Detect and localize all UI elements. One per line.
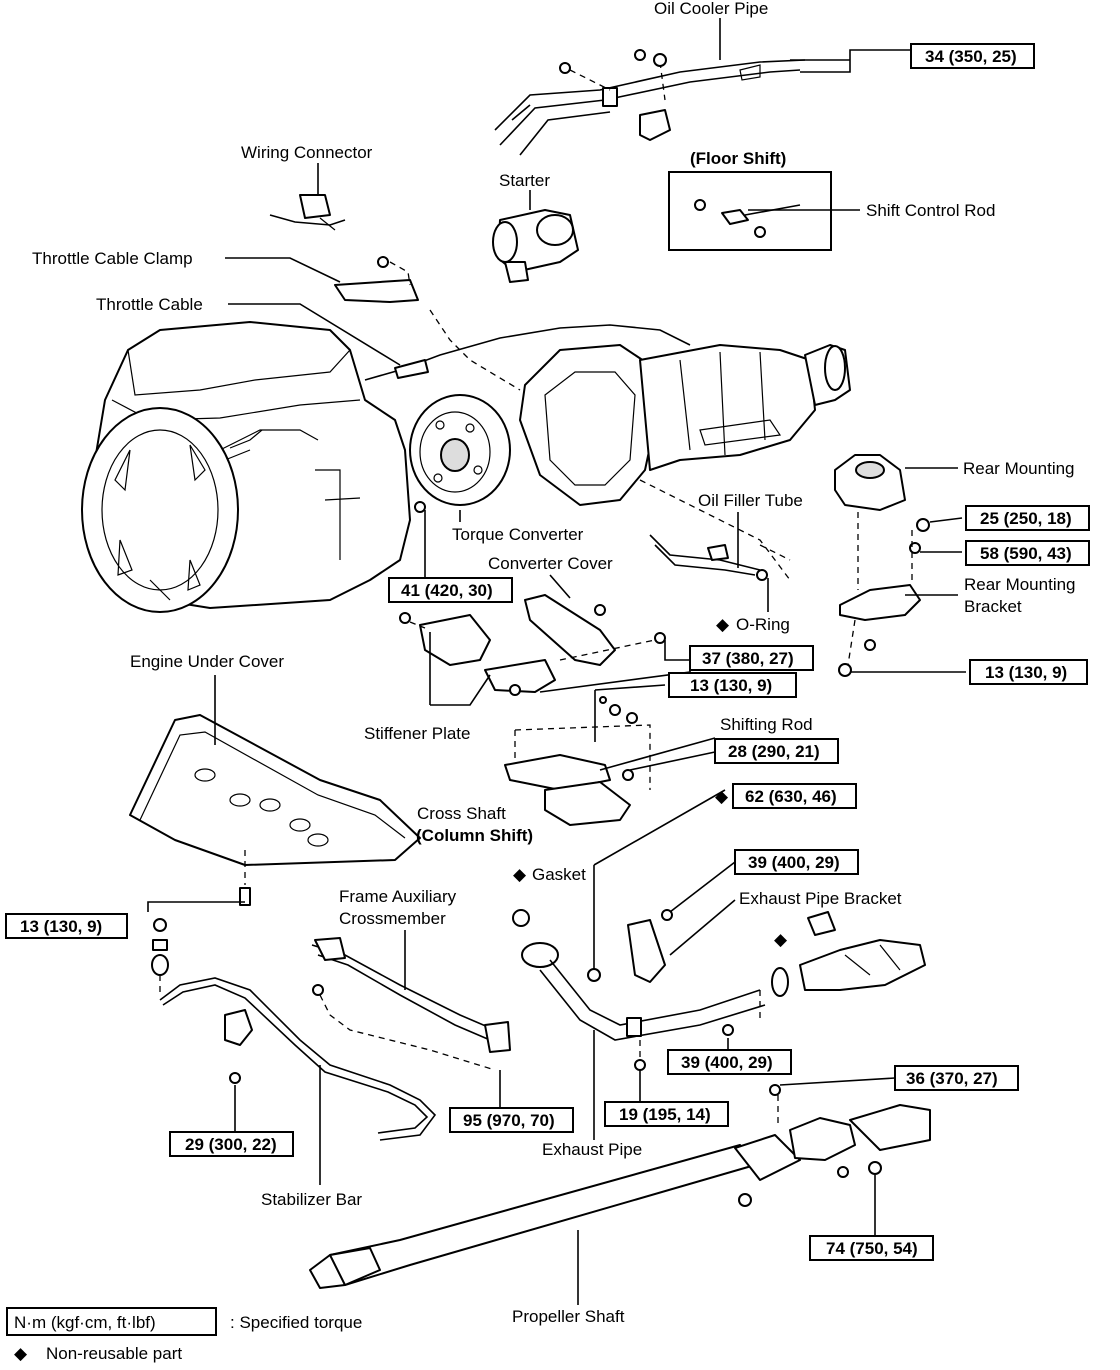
- converter-cover-illustration: [399, 594, 666, 696]
- label-floor-shift: (Floor Shift): [690, 149, 786, 168]
- label-exhaust-pipe: Exhaust Pipe: [542, 1140, 642, 1159]
- label-oil-filler-tube: Oil Filler Tube: [698, 491, 803, 510]
- label-shifting-rod: Shifting Rod: [720, 715, 813, 734]
- label-oil-cooler-pipe: Oil Cooler Pipe: [654, 0, 768, 18]
- oil-cooler-pipe-illustration: [494, 49, 806, 156]
- cross-shaft-illustration: [504, 696, 651, 826]
- legend: N·m (kgf·cm, ft·lbf) : Specified torque …: [6, 1307, 362, 1363]
- svg-text:74 (750, 54): 74 (750, 54): [826, 1239, 918, 1258]
- crossmember-illustration: [311, 937, 511, 1071]
- torque-box-crossmember-95: 95 (970, 70): [449, 1107, 574, 1133]
- label-column-shift: (Column Shift): [416, 826, 533, 845]
- throttle-cable-illustration: [334, 256, 691, 391]
- stabilizer-bar-illustration: [151, 918, 437, 1141]
- oil-filler-tube-illustration: [649, 534, 768, 581]
- svg-text:39 (400, 29): 39 (400, 29): [681, 1053, 773, 1072]
- svg-text:13 (130, 9): 13 (130, 9): [20, 917, 102, 936]
- label-converter-cover: Converter Cover: [488, 554, 613, 573]
- label-shift-control-rod: Shift Control Rod: [866, 201, 995, 220]
- rear-mounting-illustration: [834, 454, 930, 677]
- label-crossmember: Crossmember: [339, 909, 446, 928]
- engine-illustration: [81, 321, 411, 613]
- svg-text:39 (400, 29): 39 (400, 29): [748, 853, 840, 872]
- torque-box-shift-13: 13 (130, 9): [668, 672, 797, 698]
- svg-text:95 (970, 70): 95 (970, 70): [463, 1111, 555, 1130]
- torque-box-oil-cooler: 34 (350, 25): [910, 43, 1035, 69]
- label-throttle-cable: Throttle Cable: [96, 295, 203, 314]
- label-throttle-cable-clamp: Throttle Cable Clamp: [32, 249, 193, 268]
- legend-specified-torque: : Specified torque: [230, 1313, 362, 1332]
- wiring-connector-illustration: [269, 194, 346, 231]
- label-gasket: Gasket: [532, 865, 586, 884]
- starter-illustration: [492, 209, 579, 283]
- torque-box-exhaust-19: 19 (195, 14): [604, 1101, 729, 1127]
- torque-box-stiffener: 37 (380, 27): [689, 645, 814, 671]
- legend-unit-text: N·m (kgf·cm, ft·lbf): [14, 1313, 156, 1332]
- legend-unit-box: [6, 1307, 217, 1336]
- svg-text:25 (250, 18): 25 (250, 18): [980, 509, 1072, 528]
- label-rear-mounting-bracket-1: Rear Mounting: [964, 575, 1076, 594]
- torque-specs: 34 (350, 25) 25 (250, 18) 58 (590, 43) 1…: [5, 43, 1090, 1261]
- propeller-shaft-illustration: [309, 1084, 931, 1289]
- svg-text:34 (350, 25): 34 (350, 25): [925, 47, 1017, 66]
- torque-box-bracket-upper: 58 (590, 43): [965, 540, 1090, 566]
- label-stabilizer-bar: Stabilizer Bar: [261, 1190, 362, 1209]
- svg-text:29 (300, 22): 29 (300, 22): [185, 1135, 277, 1154]
- label-stiffener-plate: Stiffener Plate: [364, 724, 470, 743]
- non-reusable-mark-gasket: ◆: [513, 865, 527, 884]
- label-rear-mounting: Rear Mounting: [963, 459, 1075, 478]
- non-reusable-mark-exhaust: ◆: [774, 930, 788, 949]
- label-cross-shaft: Cross Shaft: [417, 804, 506, 823]
- label-exhaust-pipe-bracket: Exhaust Pipe Bracket: [739, 889, 902, 908]
- legend-non-reusable: Non-reusable part: [46, 1344, 182, 1363]
- svg-text:58 (590, 43): 58 (590, 43): [980, 544, 1072, 563]
- non-reusable-mark-62: ◆: [715, 787, 729, 806]
- svg-text:19 (195, 14): 19 (195, 14): [619, 1105, 711, 1124]
- torque-box-prop-36: 36 (370, 27): [894, 1065, 1019, 1091]
- label-o-ring: O-Ring: [736, 615, 790, 634]
- non-reusable-mark-oring: ◆: [716, 615, 730, 634]
- legend-diamond: ◆: [14, 1344, 28, 1363]
- torque-converter-illustration: [409, 394, 511, 513]
- svg-text:13 (130, 9): 13 (130, 9): [690, 676, 772, 695]
- label-torque-converter: Torque Converter: [452, 525, 584, 544]
- torque-box-prop-74: 74 (750, 54): [809, 1235, 934, 1261]
- leader-lines: [147, 18, 966, 1305]
- torque-box-exhaust-flange: ◆ 62 (630, 46): [715, 783, 857, 809]
- floor-shift-box: [668, 171, 832, 251]
- torque-box-bracket-39b: 39 (400, 29): [667, 1049, 792, 1075]
- svg-text:41 (420, 30): 41 (420, 30): [401, 581, 493, 600]
- label-frame-auxiliary: Frame Auxiliary: [339, 887, 457, 906]
- label-propeller-shaft: Propeller Shaft: [512, 1307, 625, 1326]
- svg-text:13 (130, 9): 13 (130, 9): [985, 663, 1067, 682]
- label-starter: Starter: [499, 171, 550, 190]
- exhaust-pipe-illustration: [512, 909, 926, 1071]
- torque-box-under-cover: 13 (130, 9): [5, 913, 128, 939]
- torque-box-bracket-39a: 39 (400, 29): [734, 849, 859, 875]
- label-rear-mounting-bracket-2: Bracket: [964, 597, 1022, 616]
- svg-text:36 (370, 27): 36 (370, 27): [906, 1069, 998, 1088]
- torque-box-shifting-rod: 28 (290, 21): [714, 738, 839, 764]
- torque-box-stab-29: 29 (300, 22): [169, 1131, 294, 1157]
- transmission-illustration: [519, 344, 851, 581]
- label-wiring-connector: Wiring Connector: [241, 143, 373, 162]
- torque-box-converter: 41 (420, 30): [388, 577, 513, 603]
- torque-box-rear-mount: 25 (250, 18): [965, 505, 1090, 531]
- label-engine-under-cover: Engine Under Cover: [130, 652, 284, 671]
- svg-text:28 (290, 21): 28 (290, 21): [728, 742, 820, 761]
- svg-text:37 (380, 27): 37 (380, 27): [702, 649, 794, 668]
- engine-under-cover-illustration: [129, 714, 421, 906]
- svg-text:62 (630, 46): 62 (630, 46): [745, 787, 837, 806]
- torque-box-bracket-lower: 13 (130, 9): [969, 659, 1088, 685]
- part-labels: Oil Cooler Pipe (Floor Shift) Shift Cont…: [32, 0, 1076, 1326]
